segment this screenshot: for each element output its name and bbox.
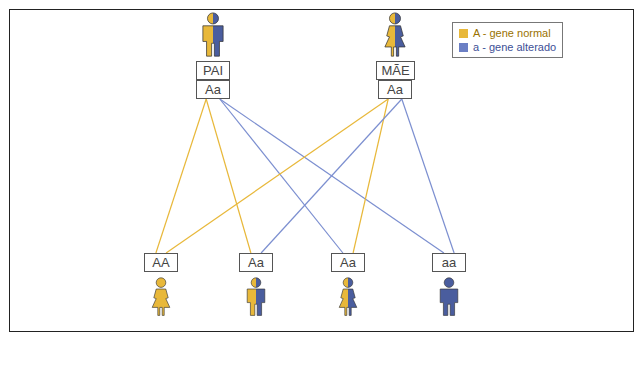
genotype-box: Aa: [239, 253, 273, 272]
box-text: Aa: [244, 255, 268, 270]
box-text: Aa: [201, 82, 225, 97]
legend-row: A - gene normal: [459, 26, 556, 40]
genotype-box: aa: [432, 253, 466, 272]
box-text: PAI: [201, 63, 225, 78]
child-figure: [247, 278, 265, 316]
parent-label-box: PAI: [196, 61, 230, 80]
box-text: Aa: [336, 255, 360, 270]
box-text: Aa: [383, 82, 407, 97]
inheritance-line: [261, 99, 402, 253]
child-figure: [339, 278, 357, 316]
box-text: AA: [149, 255, 173, 270]
inheritance-line: [402, 99, 454, 253]
legend-text: A - gene normal: [473, 26, 551, 40]
legend-text: a - gene alterado: [473, 40, 556, 54]
box-text: aa: [437, 255, 461, 270]
inheritance-line: [166, 99, 388, 253]
father-figure: [203, 13, 223, 56]
child-figure: [152, 278, 170, 316]
mother-figure: [385, 13, 405, 56]
frame: [10, 10, 634, 332]
legend-swatch: [459, 29, 468, 38]
genotype-box: AA: [144, 253, 178, 272]
inheritance-line: [220, 99, 444, 253]
genotype-box: Aa: [331, 253, 365, 272]
legend-box: A - gene normala - gene alterado: [452, 22, 563, 58]
inheritance-line: [353, 99, 388, 253]
box-text: MÃE: [381, 63, 410, 78]
genotype-box: Aa: [378, 80, 412, 99]
legend-swatch: [459, 43, 468, 52]
parent-label-box: MÃE: [376, 61, 415, 80]
child-figure: [440, 278, 458, 316]
legend-row: a - gene alterado: [459, 40, 556, 54]
genotype-box: Aa: [196, 80, 230, 99]
inheritance-line: [206, 99, 251, 253]
inheritance-line: [220, 99, 343, 253]
